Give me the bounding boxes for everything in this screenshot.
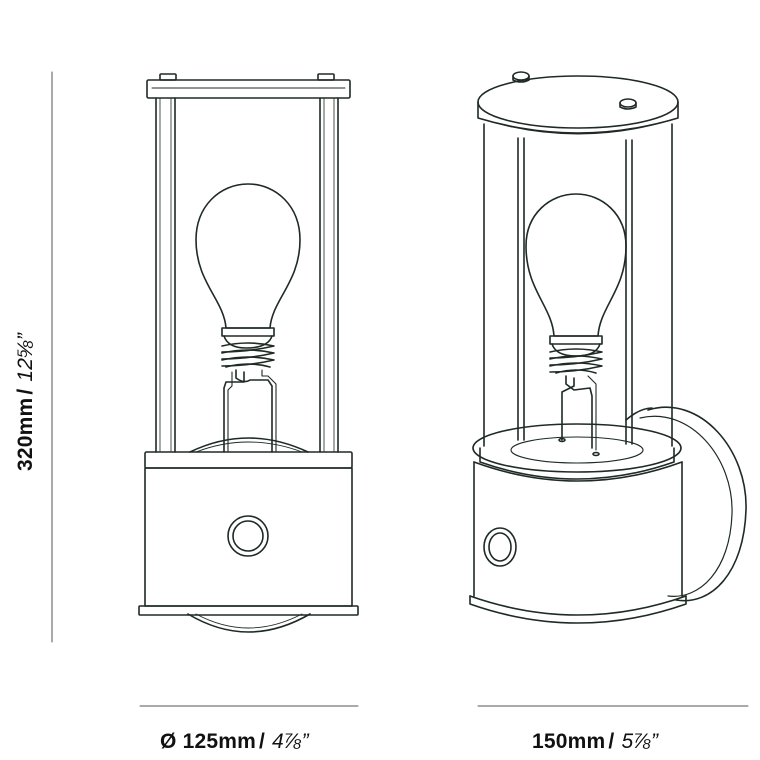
bulb-glass-side <box>525 193 627 337</box>
depth-imperial: 5⅞” <box>621 730 659 753</box>
depth-dimension-label: 150mm/ 5⅞” <box>532 730 658 754</box>
diameter-dimension-label: Ø 125mm/ 4⅞” <box>160 730 309 754</box>
height-separator: / <box>14 388 37 395</box>
front-view-lamp <box>138 73 359 633</box>
height-imperial: 12⅝” <box>14 332 37 382</box>
height-dimension-label: 320mm / 12⅝” <box>14 333 38 471</box>
front-knob <box>227 515 269 557</box>
side-knob <box>483 527 517 567</box>
diameter-imperial: 4⅞” <box>272 730 309 753</box>
side-view-lamp <box>469 71 747 624</box>
bulb-glass-front <box>195 183 301 329</box>
height-metric: 320mm <box>14 397 37 472</box>
diameter-metric: Ø 125mm <box>160 730 256 753</box>
depth-separator: / <box>608 730 615 753</box>
diameter-separator: / <box>258 730 265 753</box>
depth-metric: 150mm <box>532 730 606 753</box>
